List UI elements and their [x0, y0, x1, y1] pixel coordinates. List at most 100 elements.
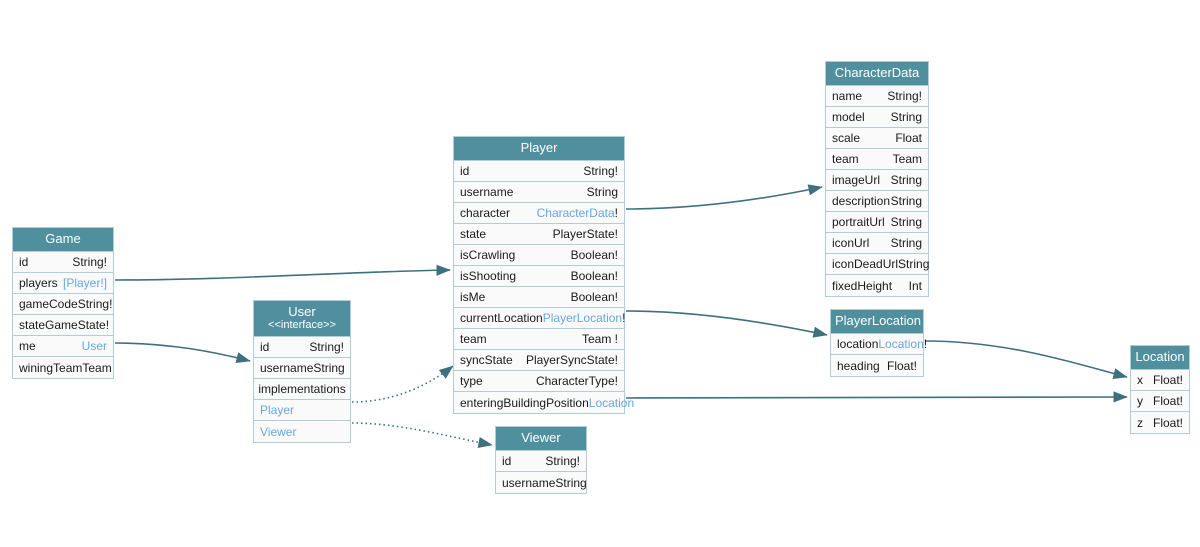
- field-row[interactable]: fixedHeight Int: [826, 275, 928, 296]
- field-name: z: [1137, 415, 1143, 430]
- field-type: Int: [908, 278, 922, 293]
- field-type: CharacterData!: [536, 206, 618, 220]
- field-name: name: [832, 89, 863, 103]
- field-type: Location: [588, 395, 635, 410]
- field-type: String: [586, 185, 618, 199]
- field-type: Boolean!: [570, 248, 618, 262]
- entity-title-viewer: Viewer: [496, 427, 586, 451]
- field-type: Boolean!: [570, 290, 618, 304]
- field-row[interactable]: players[Player!]: [13, 273, 113, 294]
- field-name: isShooting: [460, 269, 517, 283]
- entity-stereotype: <<interface>>: [268, 319, 336, 331]
- field-type: String!: [309, 340, 344, 354]
- field-name: username: [502, 475, 556, 490]
- edge-game-players-to-player: [114, 264, 451, 281]
- field-row[interactable]: isCrawling Boolean!: [454, 245, 624, 266]
- field-row[interactable]: Player: [254, 400, 350, 421]
- entity-name: User: [288, 304, 316, 319]
- field-name: iconDeadUrl: [832, 257, 899, 271]
- field-type: Boolean!: [570, 269, 618, 283]
- edge-game-me-to-user: [114, 342, 251, 364]
- field-row[interactable]: imageUrl String: [826, 170, 928, 191]
- field-name: character: [460, 206, 511, 220]
- field-name: players: [19, 276, 58, 290]
- field-type: String!: [77, 297, 113, 311]
- field-name: state: [460, 227, 487, 241]
- field-name: isCrawling: [460, 248, 516, 262]
- field-row[interactable]: character CharacterData!: [454, 203, 624, 224]
- entity-name: CharacterData: [834, 65, 920, 80]
- field-type: String!: [72, 255, 107, 269]
- field-type: Float: [895, 131, 922, 145]
- entity-title-game: Game: [13, 228, 113, 252]
- field-type: User: [81, 339, 107, 353]
- field-name: enteringBuildingPosition: [460, 395, 589, 410]
- entity-name: Player: [520, 140, 558, 155]
- field-row[interactable]: state PlayerState!: [454, 224, 624, 245]
- field-name: id: [460, 164, 470, 178]
- field-row[interactable]: isShooting Boolean!: [454, 266, 624, 287]
- field-type: CharacterType!: [535, 374, 618, 388]
- field-name: gameCode: [19, 297, 78, 311]
- field-name: fixedHeight: [832, 278, 893, 293]
- field-type: String: [890, 173, 922, 187]
- field-name: implementations: [258, 382, 346, 396]
- field-row[interactable]: scale Float: [826, 128, 928, 149]
- field-name: syncState: [460, 353, 513, 367]
- field-type: String: [313, 361, 345, 375]
- entity-name: Game: [45, 231, 81, 246]
- edge-user-player-implementation: [351, 365, 454, 403]
- field-name: y: [1137, 394, 1143, 408]
- field-name: scale: [832, 131, 861, 145]
- field-row[interactable]: Viewer: [254, 421, 350, 442]
- field-name: imageUrl: [832, 173, 881, 187]
- field-type: String: [898, 257, 930, 271]
- edge-user-viewer-implementation: [351, 422, 493, 448]
- field-name: location: [837, 337, 879, 351]
- field-type: PlayerLocation!: [542, 311, 626, 325]
- field-row[interactable]: name String!: [826, 86, 928, 107]
- field-name: x: [1137, 373, 1143, 387]
- field-type: PlayerState!: [552, 227, 618, 241]
- field-type: String!: [887, 89, 922, 103]
- field-name: type: [460, 374, 483, 388]
- field-row[interactable]: implementations: [254, 379, 350, 400]
- field-row[interactable]: type CharacterType!: [454, 371, 624, 392]
- field-type: Location!: [878, 337, 928, 351]
